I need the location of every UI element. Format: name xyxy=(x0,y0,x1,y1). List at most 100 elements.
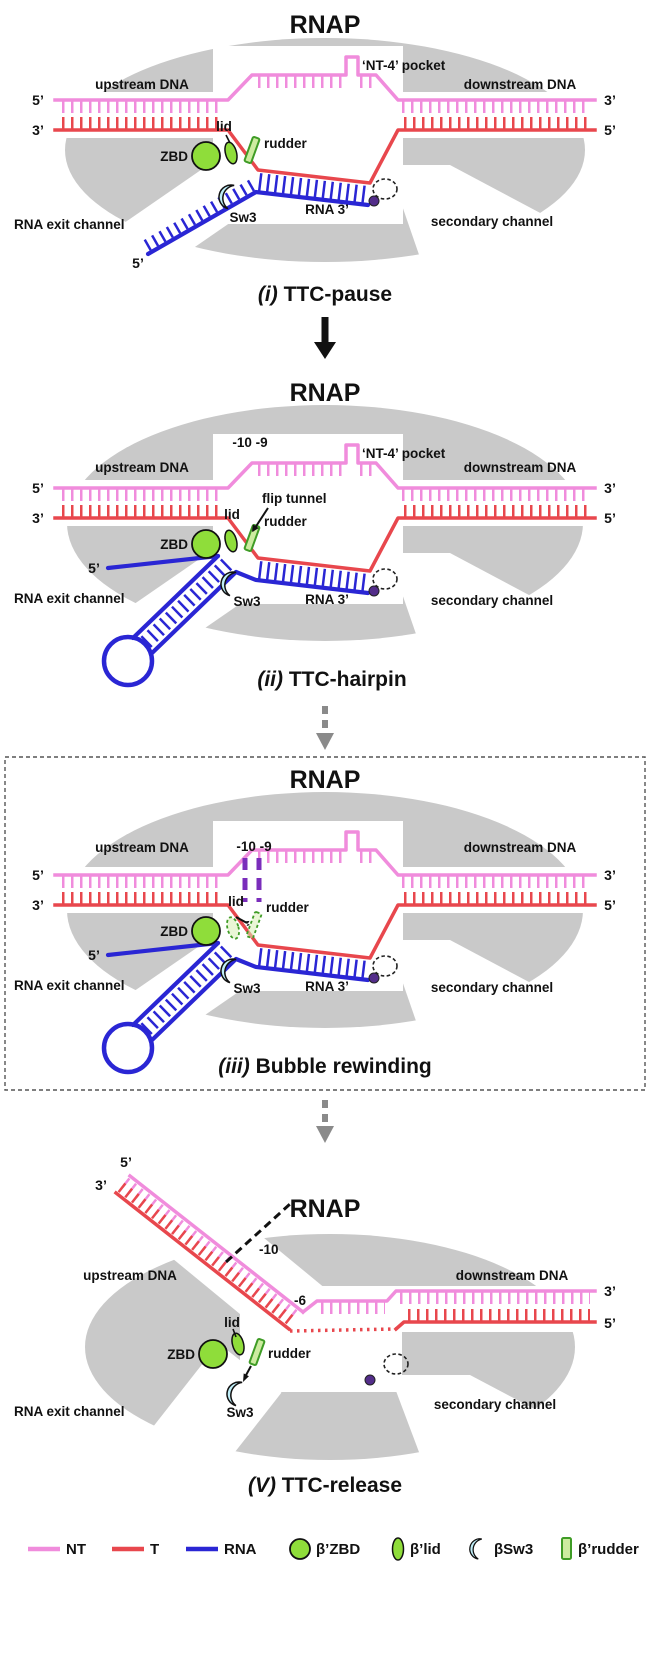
rna-3prime-dot xyxy=(364,1374,376,1386)
active-site-circle xyxy=(372,178,398,200)
caption-text: TTC-hairpin xyxy=(289,668,407,691)
hairpin-loop xyxy=(101,634,155,688)
rewound-basepairs xyxy=(242,858,262,902)
dashed-highlight-box xyxy=(4,756,646,1091)
legend-label-nt: NT xyxy=(66,1541,86,1558)
t-strand xyxy=(289,1309,597,1333)
flip-tunnel-arrow xyxy=(252,507,269,532)
caption-ttc-release: (V) TTC-release xyxy=(248,1474,402,1497)
nt-strand xyxy=(53,443,597,501)
legend-label-sw3: βSw3 xyxy=(494,1541,533,1558)
label-5prime-top: 5’ xyxy=(120,1154,132,1170)
label-upstream-dna: upstream DNA xyxy=(95,840,189,855)
label-downstream-dna: downstream DNA xyxy=(464,840,577,855)
label-3prime-right: 3’ xyxy=(604,1283,616,1299)
label-rna-3prime: RNA 3’ xyxy=(305,202,349,217)
label-rudder: rudder xyxy=(266,900,310,915)
active-site-circle xyxy=(383,1353,409,1375)
caption-ttc-hairpin: (ii) TTC-hairpin xyxy=(257,668,406,691)
rna-3prime-dot xyxy=(368,585,380,597)
label-rnap: RNAP xyxy=(290,11,361,39)
nt-strand xyxy=(53,830,597,888)
label-minus6: -6 xyxy=(294,1293,306,1308)
label-rna-3prime: RNA 3’ xyxy=(305,979,349,994)
label-nt4-pocket: ‘NT-4’ pocket xyxy=(362,58,446,73)
label-lid: lid xyxy=(228,894,244,909)
zbd-icon xyxy=(191,141,221,171)
label-zbd: ZBD xyxy=(160,924,188,939)
label-secondary-channel: secondary channel xyxy=(431,593,553,608)
zbd-icon xyxy=(198,1339,228,1369)
label-rna-exit-channel: RNA exit channel xyxy=(14,591,125,606)
label-5prime-right: 5’ xyxy=(604,510,616,526)
hairpin-loop xyxy=(101,1021,155,1075)
label-3prime-right: 3’ xyxy=(604,480,616,496)
label-position: -10 -9 xyxy=(232,435,267,450)
label-3prime-left: 3’ xyxy=(32,510,44,526)
label-upstream-dna: upstream DNA xyxy=(83,1268,177,1283)
flow-arrow-1 xyxy=(314,317,336,359)
label-rna-exit-channel: RNA exit channel xyxy=(14,978,125,993)
label-sw3: Sw3 xyxy=(229,210,257,225)
panel-bubble-rewinding: RNAP -10 -9 upstream DNA downstream DNA … xyxy=(4,756,646,1091)
nt-strand xyxy=(300,1289,597,1315)
label-rna-5prime: 5’ xyxy=(132,255,144,271)
lid-legend-icon xyxy=(391,1537,405,1561)
label-flip-tunnel: flip tunnel xyxy=(262,491,327,506)
zbd-icon xyxy=(191,916,221,946)
minus10-cross-line xyxy=(224,1202,292,1264)
rudder-legend-icon xyxy=(561,1537,572,1560)
caption-numeral: (ii) xyxy=(257,668,289,691)
label-downstream-dna: downstream DNA xyxy=(464,77,577,92)
label-lid: lid xyxy=(224,1315,240,1330)
label-zbd: ZBD xyxy=(160,149,188,164)
label-rna-5prime: 5’ xyxy=(88,560,100,576)
label-lid: lid xyxy=(224,507,240,522)
label-rudder: rudder xyxy=(264,136,308,151)
zbd-legend-icon xyxy=(289,1538,311,1560)
active-site-circle xyxy=(372,955,398,977)
caption-ttc-pause: (i) TTC-pause xyxy=(258,283,392,306)
flow-arrow-2 xyxy=(316,706,334,750)
label-minus10: -10 xyxy=(259,1242,279,1257)
label-position: -10 -9 xyxy=(236,839,271,854)
legend-label-t: T xyxy=(150,1541,159,1558)
legend-label-zbd: β’ZBD xyxy=(316,1541,360,1558)
zbd-icon xyxy=(191,529,221,559)
label-rudder: rudder xyxy=(268,1346,312,1361)
label-rnap: RNAP xyxy=(290,766,361,794)
label-3prime-right: 3’ xyxy=(604,867,616,883)
caption-text: Bubble rewinding xyxy=(256,1055,432,1078)
label-nt4-pocket: ‘NT-4’ pocket xyxy=(362,446,446,461)
lid-pointer-line xyxy=(225,134,231,144)
t-strand xyxy=(53,505,597,573)
sw3-legend-icon xyxy=(467,1536,483,1560)
rudder-icon-dashed xyxy=(245,911,263,939)
legend-label-lid: β’lid xyxy=(410,1541,441,1558)
released-upstream-duplex xyxy=(113,1173,306,1332)
active-site-circle xyxy=(372,568,398,590)
panel-ttc-release: RNAP 5’ 3’ -10 -6 upstream DNA downstrea… xyxy=(14,1154,616,1497)
label-secondary-channel: secondary channel xyxy=(431,980,553,995)
label-5prime-left: 5’ xyxy=(32,92,44,108)
legend-label-rudder: β’rudder xyxy=(578,1541,639,1558)
caption-numeral: (iii) xyxy=(218,1055,255,1078)
rna-3prime-dot xyxy=(368,972,380,984)
label-5prime-right: 5’ xyxy=(604,122,616,138)
label-zbd: ZBD xyxy=(167,1347,195,1362)
label-rna-exit-channel: RNA exit channel xyxy=(14,1404,125,1419)
label-downstream-dna: downstream DNA xyxy=(456,1268,569,1283)
label-rna-5prime: 5’ xyxy=(88,947,100,963)
label-sw3: Sw3 xyxy=(233,594,261,609)
label-sw3: Sw3 xyxy=(226,1405,254,1420)
label-3prime-left: 3’ xyxy=(32,122,44,138)
label-downstream-dna: downstream DNA xyxy=(464,460,577,475)
label-sw3: Sw3 xyxy=(233,981,261,996)
panel-ttc-hairpin: RNAP -10 -9 ‘NT-4’ pocket upstream DNA d… xyxy=(14,379,616,691)
label-upstream-dna: upstream DNA xyxy=(95,77,189,92)
caption-text: TTC-release xyxy=(282,1474,402,1497)
nt-strand xyxy=(53,55,597,113)
label-secondary-channel: secondary channel xyxy=(434,1397,556,1412)
